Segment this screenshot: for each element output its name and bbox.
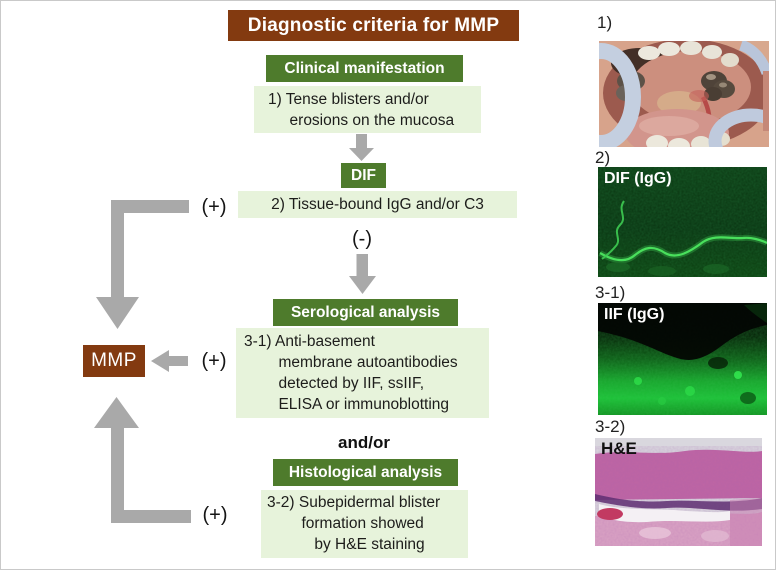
down-arrow-negative-to-serological (349, 254, 376, 294)
oral-clinical-photo (599, 41, 769, 147)
iif-photo-graphic (598, 303, 767, 415)
elbow-arrow-dif-to-mmp (96, 200, 189, 329)
panel-1-label: 1) (597, 13, 613, 32)
serological-analysis-header: Serological analysis (273, 299, 458, 326)
iif-fluorescence-photo: IIF (IgG) (598, 303, 767, 415)
panel-4-label: 3-2) (595, 417, 626, 436)
dif-positive-label: (+) (201, 195, 227, 218)
clinical-manifestation-box: 1) Tense blisters and/or erosions on the… (254, 86, 481, 133)
dif-photo-graphic (598, 167, 767, 277)
dif-result-box: 2) Tissue-bound IgG and/or C3 (238, 191, 517, 218)
elbow-arrow-histological-to-mmp (94, 397, 191, 523)
panel-3-label: 3-1) (595, 283, 626, 302)
oral-photo-graphic (599, 41, 769, 147)
panel-2-label: 2) (595, 148, 611, 167)
iif-photo-overlay-label: IIF (IgG) (604, 306, 665, 323)
histological-analysis-box: 3-2) Subepidermal blister formation show… (261, 490, 468, 558)
he-photo-graphic (595, 438, 762, 546)
dif-photo-overlay-label: DIF (IgG) (604, 170, 672, 187)
figure-title: Diagnostic criteria for MMP (228, 10, 519, 41)
dif-negative-label: (-) (352, 227, 372, 250)
down-arrow-clinical-to-dif (349, 134, 374, 161)
clinical-manifestation-header: Clinical manifestation (266, 55, 463, 82)
mmp-outcome-box: MMP (83, 345, 145, 377)
dif-fluorescence-photo: DIF (IgG) (598, 167, 767, 277)
dif-header: DIF (341, 163, 386, 188)
serological-positive-label: (+) (201, 349, 227, 372)
histological-positive-label: (+) (202, 503, 228, 526)
histological-analysis-header: Histological analysis (273, 459, 458, 486)
he-photo-overlay-label: H&E (601, 439, 637, 458)
serological-analysis-box: 3-1) Anti-basement membrane autoantibodi… (236, 328, 489, 418)
arrow-serological-to-mmp (151, 350, 188, 372)
and-or-connector: and/or (338, 433, 390, 452)
he-histology-photo: H&E (595, 438, 762, 546)
